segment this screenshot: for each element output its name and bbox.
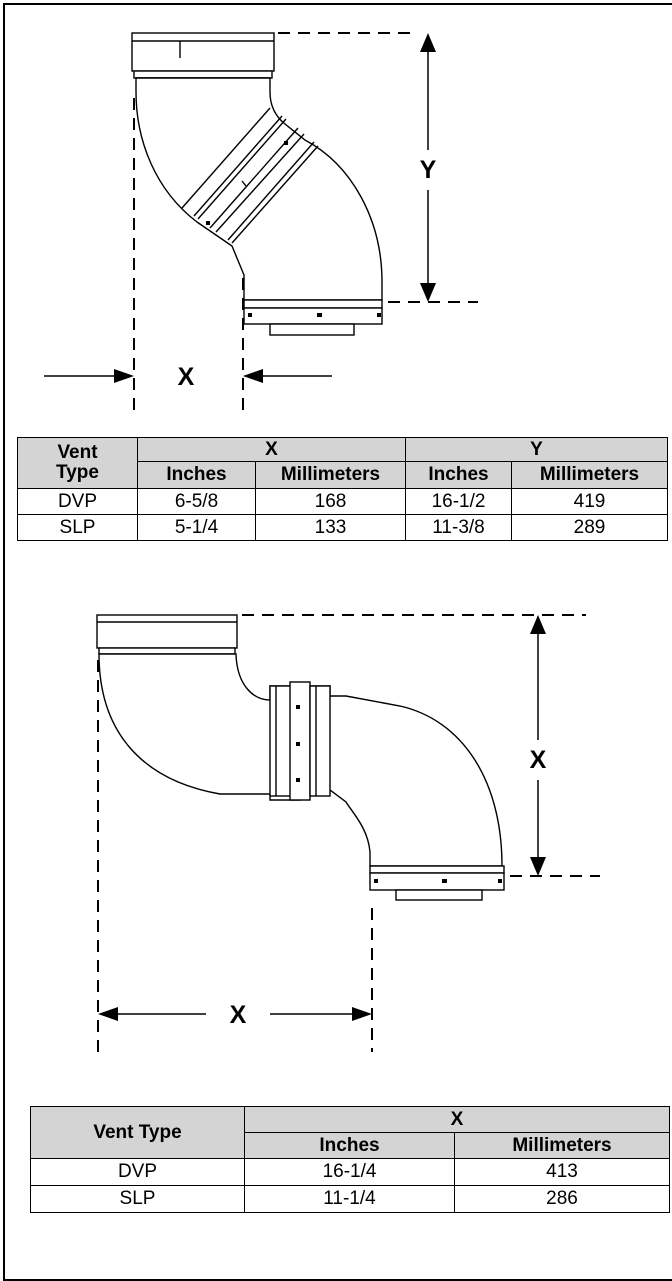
header-y-mm: Millimeters xyxy=(511,461,668,489)
top-collar xyxy=(96,614,238,649)
dim-x-vertical-label: X xyxy=(530,746,547,774)
bottom-spigot xyxy=(269,323,355,336)
extension-lines xyxy=(97,614,600,1052)
joint-bands xyxy=(269,681,331,801)
cell-x-mm: 133 xyxy=(255,514,406,541)
header-x-mm: Millimeters xyxy=(255,461,406,489)
cell-type: SLP xyxy=(17,514,138,541)
header-y-inches: Inches xyxy=(405,461,512,489)
dim-x-arrows xyxy=(44,369,332,383)
table-row: SLP 11-1/4 286 xyxy=(30,1185,670,1213)
top-band xyxy=(98,647,236,655)
header-mm: Millimeters xyxy=(454,1132,670,1159)
cell-y-in: 11-3/8 xyxy=(405,514,512,541)
offset-elbow-diagram: Y X xyxy=(44,32,478,412)
cell-x-in: 16-1/4 xyxy=(244,1158,455,1186)
bottom-collar xyxy=(369,865,505,874)
dim-x-horizontal-arrow xyxy=(98,1007,372,1021)
elbow-90-diagram: X X xyxy=(96,614,600,1052)
table-row: DVP 6-5/8 168 16-1/2 419 xyxy=(17,488,668,515)
cell-type: DVP xyxy=(30,1158,245,1186)
cell-type: DVP xyxy=(17,488,138,515)
header-x: X xyxy=(244,1106,670,1133)
elbow-dimensions-table: Vent Type X Inches Millimeters DVP 16-1/… xyxy=(30,1106,670,1213)
header-vent-type: Vent Type xyxy=(30,1106,245,1159)
joint-bands xyxy=(181,107,319,244)
table-row: DVP 16-1/4 413 xyxy=(30,1158,670,1186)
table-row: SLP 5-1/4 133 11-3/8 289 xyxy=(17,514,668,541)
bottom-spigot xyxy=(395,889,483,901)
cell-x-in: 6-5/8 xyxy=(137,488,256,515)
dim-x-label: X xyxy=(178,363,195,391)
cell-y-in: 16-1/2 xyxy=(405,488,512,515)
cell-x-in: 5-1/4 xyxy=(137,514,256,541)
header-x: X xyxy=(137,437,406,462)
header-inches: Inches xyxy=(244,1132,455,1159)
cell-type: SLP xyxy=(30,1185,245,1213)
cell-x-mm: 413 xyxy=(454,1158,670,1186)
cell-y-mm: 419 xyxy=(511,488,668,515)
cell-y-mm: 289 xyxy=(511,514,668,541)
top-collar xyxy=(131,32,275,72)
cell-x-in: 11-1/4 xyxy=(244,1185,455,1213)
header-x-inches: Inches xyxy=(137,461,256,489)
dim-x-vertical-arrow xyxy=(530,615,546,876)
cell-x-mm: 168 xyxy=(255,488,406,515)
dim-y-arrow xyxy=(420,33,436,302)
offset-body xyxy=(135,77,383,301)
bottom-collar xyxy=(243,299,383,309)
dim-y-label: Y xyxy=(420,156,437,184)
top-band xyxy=(133,70,273,79)
dim-x-horizontal-label: X xyxy=(230,1001,247,1029)
cell-x-mm: 286 xyxy=(454,1185,670,1213)
header-y: Y xyxy=(405,437,668,462)
extension-lines xyxy=(133,32,478,412)
